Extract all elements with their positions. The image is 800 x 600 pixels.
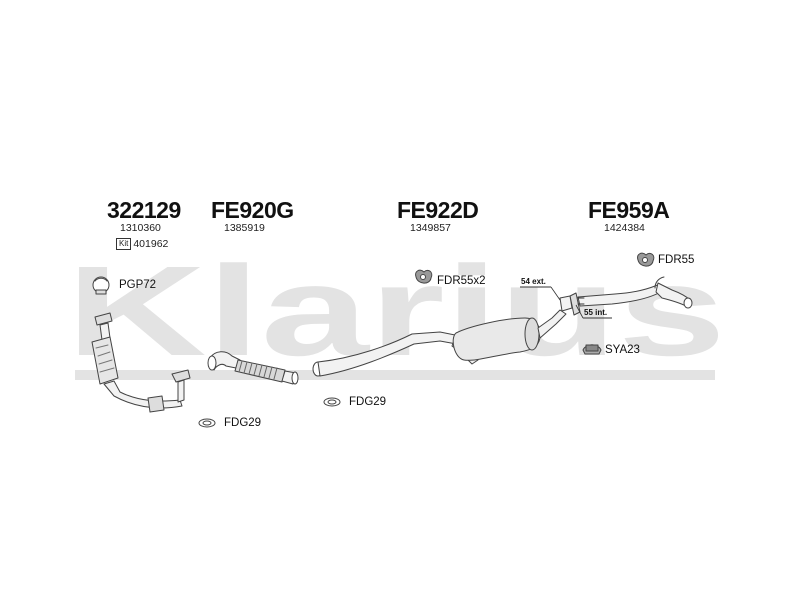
fitting-label-fdg29-left: FDG29: [224, 417, 262, 429]
rear-silencer-drawing: [559, 276, 693, 316]
part-number-fe920g: FE920G: [211, 197, 294, 223]
fitting-label-sya23: SYA23: [605, 344, 640, 356]
watermark-text: Klarius: [66, 240, 726, 383]
ref-number-1349857: 1349857: [410, 222, 451, 234]
part-number-fe959a: FE959A: [588, 197, 670, 223]
middle-silencer-drawing: [312, 309, 567, 377]
rubber-mount-icon: [415, 269, 433, 284]
gasket-icon: [323, 397, 341, 407]
kit-ref-number: 401962: [133, 238, 169, 250]
fitting-label-fdr55: FDR55: [658, 254, 695, 266]
ext-annotation-leader: [550, 286, 561, 301]
int-annotation-leader: [575, 304, 584, 319]
catalytic-converter-drawing: [91, 312, 191, 413]
annotation-ext: 54 ext.: [521, 277, 546, 286]
ref-number-1310360: 1310360: [120, 222, 161, 234]
fitting-label-pgp72: PGP72: [119, 279, 157, 291]
fitting-label-fdg29-mid: FDG29: [349, 396, 387, 408]
ref-number-1385919: 1385919: [224, 222, 265, 234]
part-number-322129: 322129: [107, 197, 181, 223]
hanger-icon: [582, 344, 602, 355]
fitting-label-fdr55x2: FDR55x2: [437, 275, 486, 287]
annotation-int: 55 int.: [584, 308, 608, 317]
rubber-mount-icon: [637, 252, 655, 267]
ref-number-1424384: 1424384: [604, 222, 645, 234]
gasket-icon: [198, 418, 216, 428]
clamp-icon: [92, 276, 110, 295]
flexi-pipe-drawing: [207, 351, 299, 385]
kit-reference: Kit 401962: [116, 238, 168, 250]
part-number-fe922d: FE922D: [397, 197, 479, 223]
kit-badge: Kit: [116, 238, 132, 250]
watermark-underline: [75, 370, 715, 380]
